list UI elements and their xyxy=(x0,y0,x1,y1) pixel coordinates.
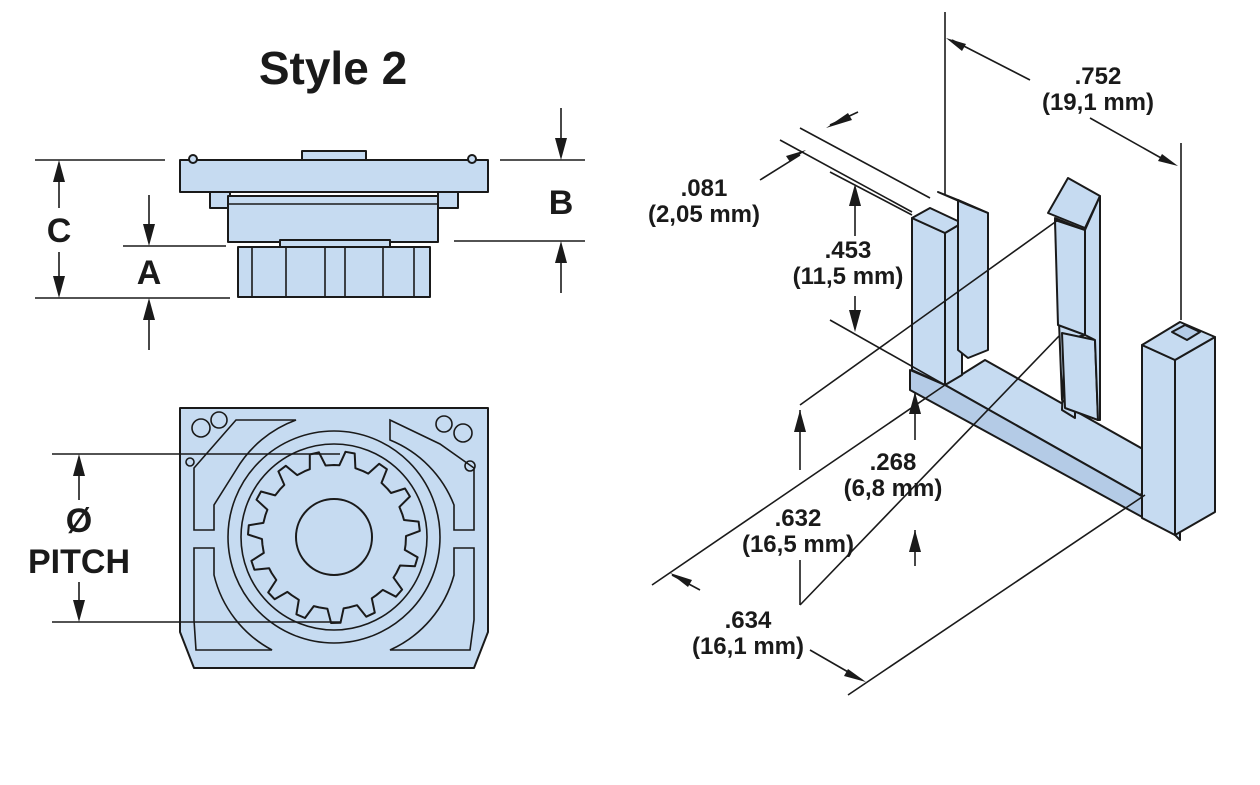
side-view-foot-right xyxy=(437,191,459,209)
bottom-view-hub xyxy=(295,498,373,576)
bottom-view-pitch-circle xyxy=(240,443,428,631)
side-view-pin-left xyxy=(188,154,198,164)
bottom-view: Ø PITCH xyxy=(28,407,489,669)
bottom-view-outer-ring xyxy=(227,430,441,644)
side-view-top-plate xyxy=(179,159,489,193)
bottom-view-slot-br xyxy=(389,547,475,651)
dim-height-inch: .268 xyxy=(870,449,917,476)
dim-label-b: B xyxy=(549,184,574,222)
side-view-top-boss xyxy=(301,150,367,161)
iso-right-post-slot xyxy=(1171,324,1201,341)
iso-left-post-rear-top xyxy=(937,191,989,214)
pitch-symbol: Ø xyxy=(66,502,92,540)
iso-left-post-front xyxy=(911,217,946,386)
iso-finger-side xyxy=(1084,195,1101,421)
side-view: C A B xyxy=(35,108,585,350)
side-view-gear xyxy=(237,246,431,298)
side-view-pin-right xyxy=(467,154,477,164)
dim-height-mm: (6,8 mm) xyxy=(844,475,943,502)
iso-finger-upper xyxy=(1054,219,1086,336)
dim-thickness-inch: .081 xyxy=(681,175,728,202)
side-view-body xyxy=(227,195,439,243)
dim-thickness-mm: (2,05 mm) xyxy=(648,201,760,228)
pitch-label: PITCH xyxy=(28,543,130,581)
dim-label-c: C xyxy=(47,212,72,250)
drawing-title: Style 2 xyxy=(259,42,407,94)
dim-length-inner-mm: (16,5 mm) xyxy=(742,531,854,558)
iso-finger-lower xyxy=(1061,332,1099,421)
dim-length-outer-mm: (16,1 mm) xyxy=(692,633,804,660)
bottom-view-slot-tr xyxy=(389,418,475,531)
iso-right-post-front xyxy=(1141,344,1176,536)
iso-left-post-rear xyxy=(957,199,989,359)
isometric-view: .752 (19,1 mm) .081 (2,05 mm) .453 (11,5… xyxy=(648,12,1216,696)
dim-width-mm: (19,1 mm) xyxy=(1042,89,1154,116)
iso-right-post-side xyxy=(1174,336,1216,536)
dim-slot-depth-mm: (11,5 mm) xyxy=(793,263,904,290)
dim-length-inner-inch: .632 xyxy=(775,505,822,532)
dim-slot-depth-inch: .453 xyxy=(825,237,872,264)
bottom-view-slot-tl xyxy=(193,419,297,531)
dim-length-outer-inch: .634 xyxy=(725,607,772,634)
dim-label-a: A xyxy=(137,254,162,292)
dim-width-inch: .752 xyxy=(1075,63,1122,90)
